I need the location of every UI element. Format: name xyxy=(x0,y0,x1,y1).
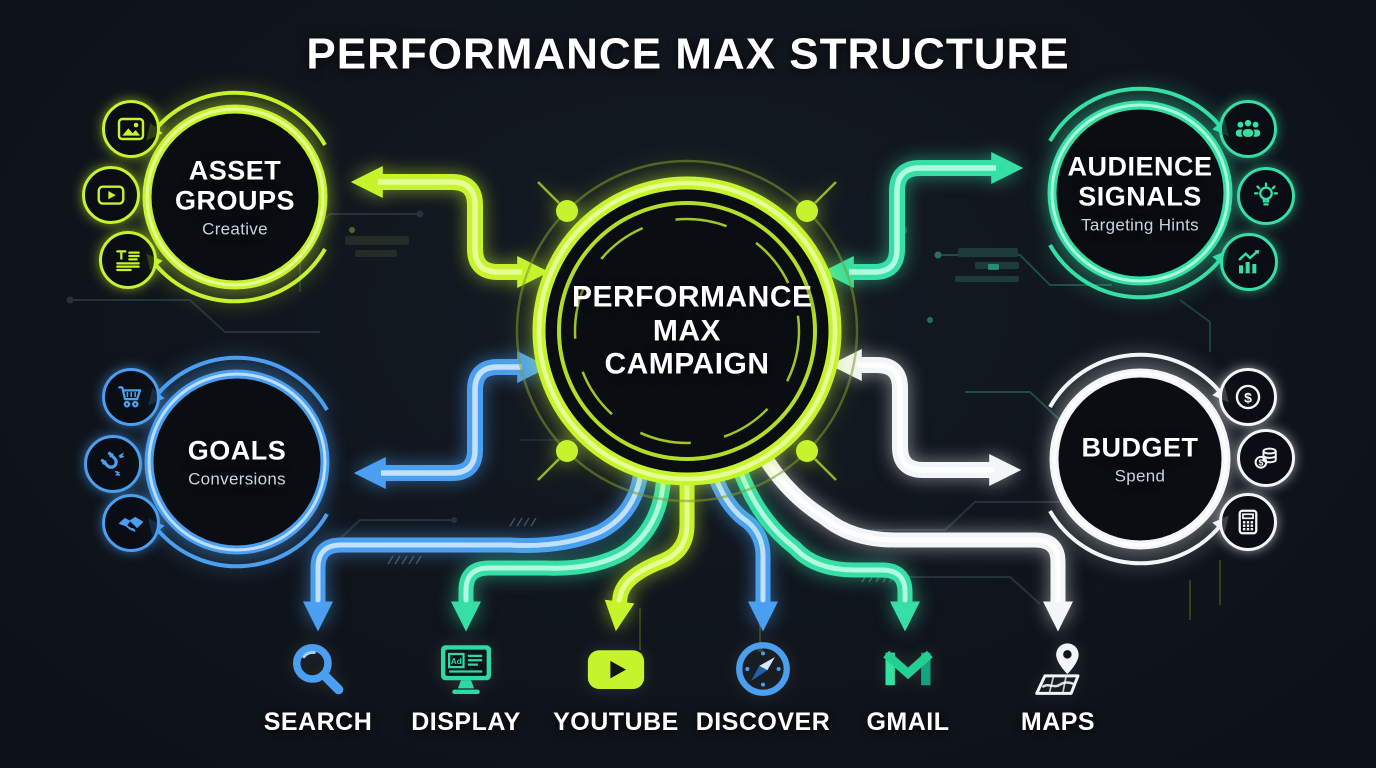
handshake-icon xyxy=(102,494,160,552)
magnet-icon xyxy=(84,435,142,493)
cart-icon xyxy=(102,368,160,426)
search-label: SEARCH xyxy=(263,708,373,736)
goals-sublabel: Conversions xyxy=(188,469,286,489)
calculator-icon xyxy=(1219,493,1277,551)
asset-groups-ring xyxy=(142,90,328,304)
central-ring xyxy=(515,159,859,503)
pipe-campaign-to-search xyxy=(303,448,650,632)
asset-groups-sublabel: Creative xyxy=(202,219,268,239)
youtube-label: YOUTUBE xyxy=(553,708,679,736)
coins-icon: $ xyxy=(1237,429,1295,487)
pipe-campaign-to-youtube xyxy=(604,470,695,632)
dollar-glyph: $ xyxy=(1244,389,1252,405)
goals-ring xyxy=(144,355,330,569)
budget-ring xyxy=(1048,352,1231,566)
discover-label: DISCOVER xyxy=(695,708,831,736)
channel-search: SEARCH xyxy=(233,638,403,737)
satellite-audience-signals: AUDIENCE SIGNALS Targeting Hints xyxy=(1045,151,1235,235)
gmail-label: GMAIL xyxy=(866,708,950,736)
central-ring-nodes xyxy=(556,200,818,462)
satellite-asset-groups: ASSET GROUPS Creative xyxy=(145,155,325,239)
pipe-asset-groups-campaign xyxy=(350,166,550,288)
central-node-line2: MAX xyxy=(652,314,722,348)
maps-label: MAPS xyxy=(1020,708,1096,736)
central-node-line3: CAMPAIGN xyxy=(604,347,770,381)
channel-discover: DISCOVER xyxy=(678,638,848,737)
video-icon xyxy=(82,166,140,224)
central-node-line1: PERFORMANCE xyxy=(572,280,813,314)
search-icon xyxy=(288,638,348,700)
display-label: DISPLAY xyxy=(411,708,521,736)
channel-gmail: GMAIL xyxy=(823,638,993,737)
text-lines-icon xyxy=(99,231,157,289)
audience-signals-sublabel: Targeting Hints xyxy=(1081,215,1199,235)
pipe-campaign-to-gmail xyxy=(726,444,920,632)
channel-display: Ad DISPLAY xyxy=(381,638,551,737)
ad-badge: Ad xyxy=(451,657,462,666)
goals-label: GOALS xyxy=(187,435,287,466)
dollar-icon: $ xyxy=(1219,368,1277,426)
people-icon xyxy=(1219,100,1277,158)
satellite-goals: GOALS Conversions xyxy=(147,435,327,488)
coin-dollar-glyph: $ xyxy=(1259,457,1264,467)
gmail-icon xyxy=(878,638,938,700)
pipe-goals-campaign xyxy=(353,351,550,489)
budget-label: BUDGET xyxy=(1081,432,1199,463)
satellite-budget: BUDGET Spend xyxy=(1050,432,1230,485)
youtube-icon xyxy=(586,638,646,700)
image-icon xyxy=(102,100,160,158)
diagram-title: PERFORMANCE MAX STRUCTURE xyxy=(306,29,1070,79)
discover-icon xyxy=(733,638,793,700)
channel-maps: MAPS xyxy=(973,638,1143,737)
display-icon: Ad xyxy=(436,638,496,700)
maps-icon xyxy=(1028,638,1088,700)
budget-sublabel: Spend xyxy=(1114,466,1166,486)
growth-chart-icon xyxy=(1220,233,1278,291)
pipe-campaign-to-discover xyxy=(702,452,778,632)
channel-youtube: YOUTUBE xyxy=(531,638,701,737)
pipe-audience-signals-campaign xyxy=(821,152,1024,288)
pipe-campaign-to-display xyxy=(451,460,672,632)
pipe-campaign-to-maps xyxy=(746,430,1073,632)
audience-signals-ring xyxy=(1047,86,1233,300)
pipe-budget-campaign xyxy=(829,349,1022,486)
central-node-label: PERFORMANCE MAX CAMPAIGN xyxy=(572,280,813,382)
audience-signals-label: AUDIENCE SIGNALS xyxy=(1067,151,1213,212)
idea-icon xyxy=(1237,167,1295,225)
asset-groups-label: ASSET GROUPS xyxy=(174,155,296,216)
